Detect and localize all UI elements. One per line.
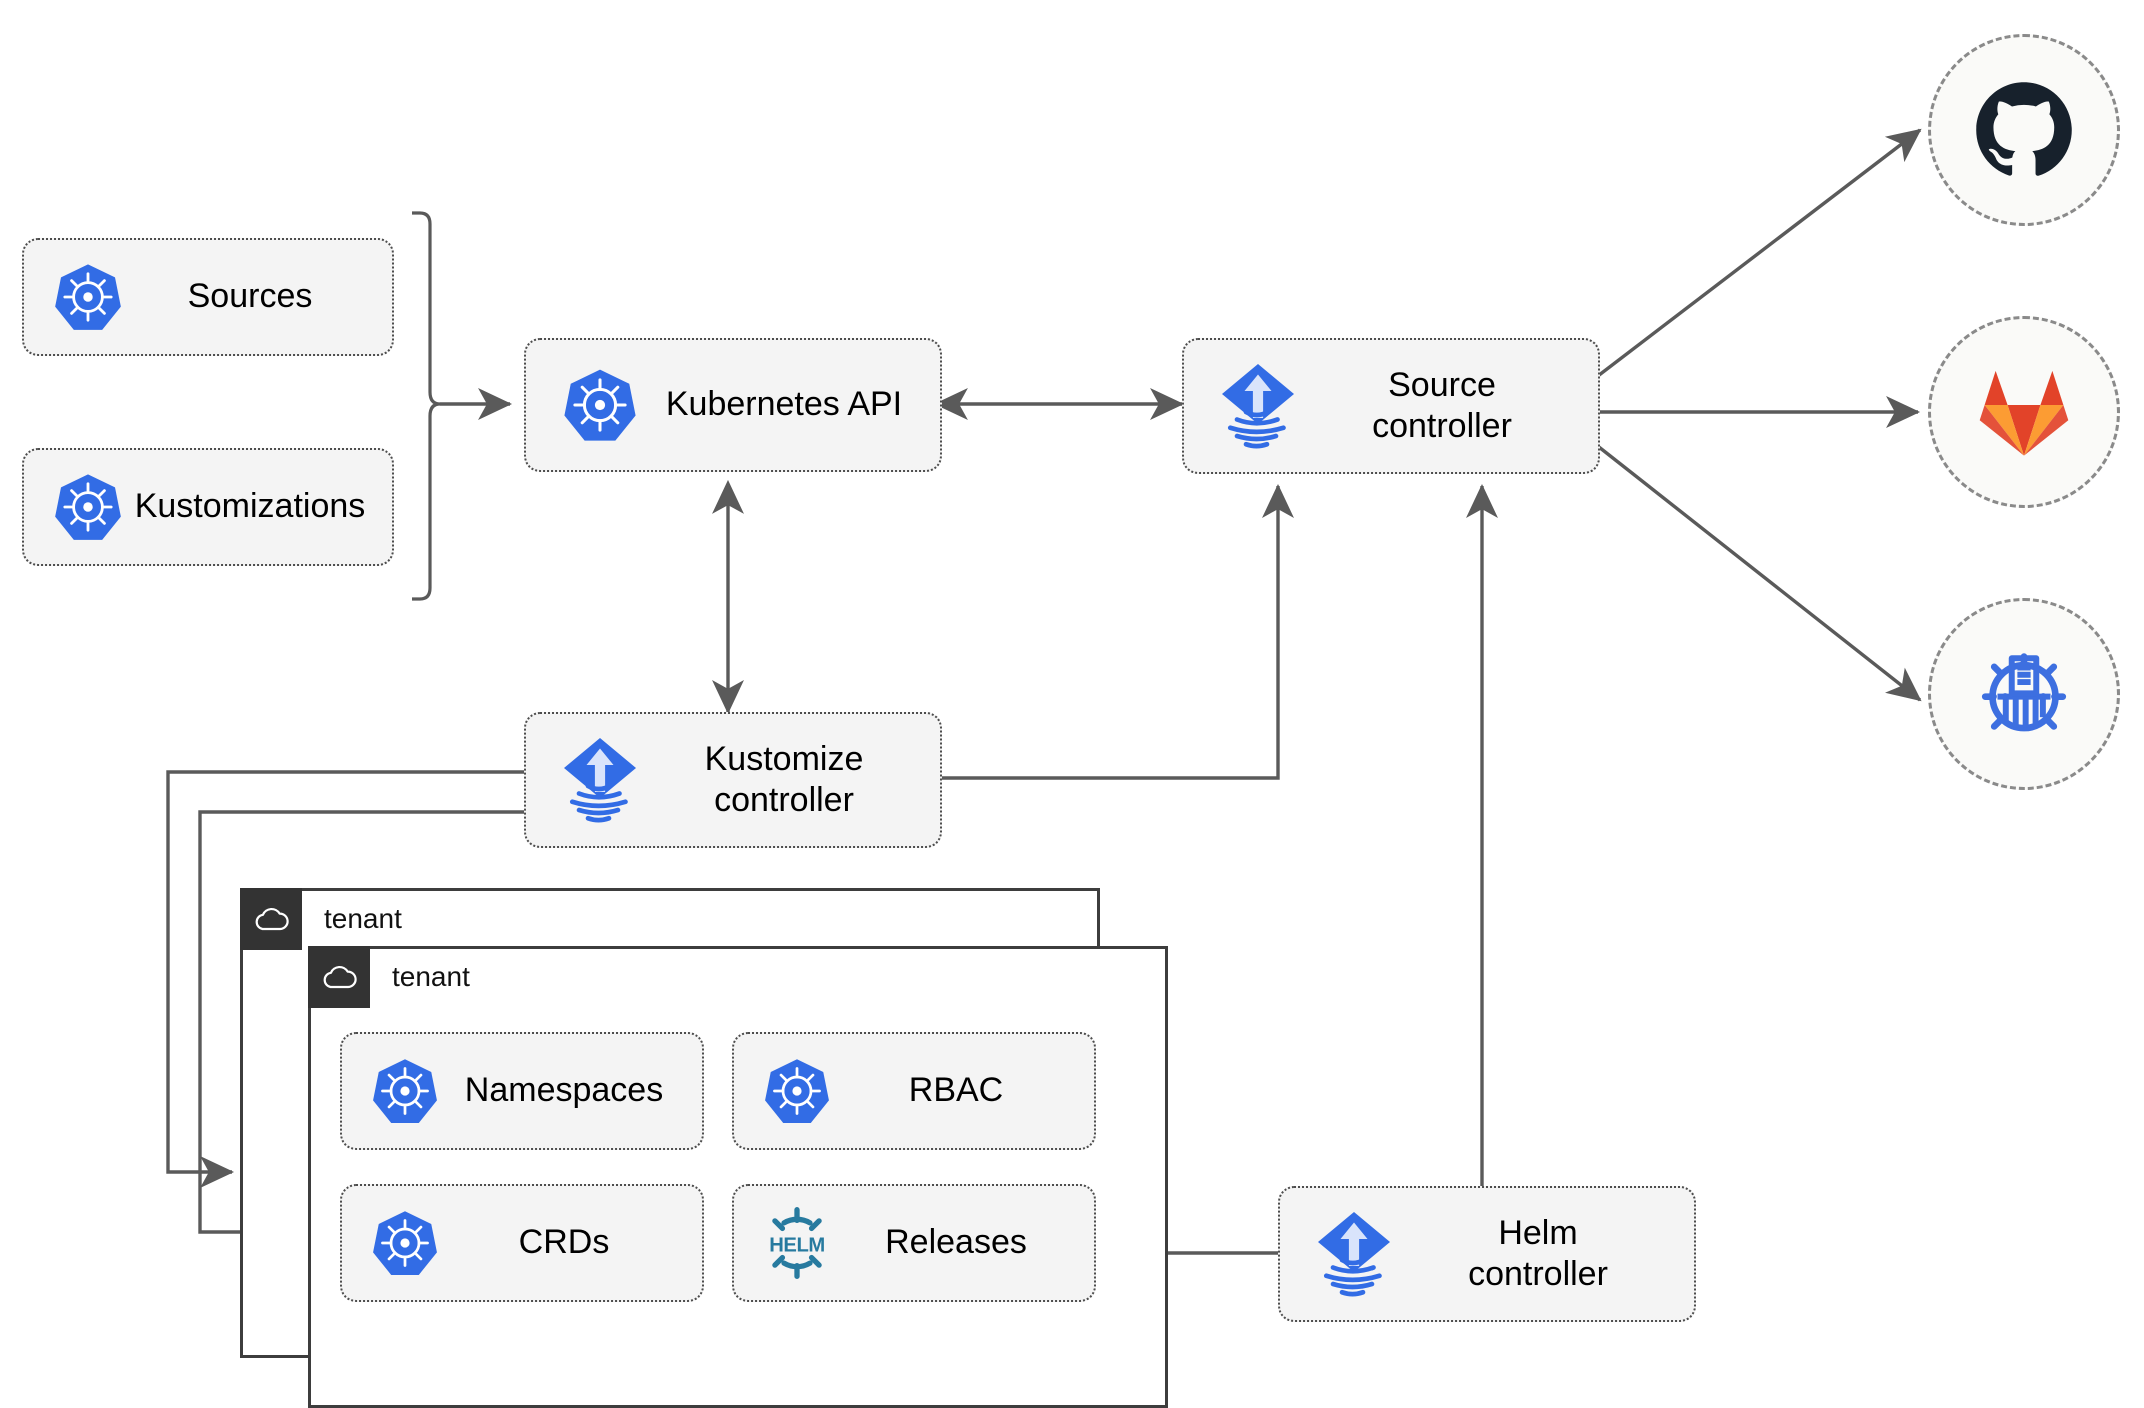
edge-source-to-helm-repo	[1588, 438, 1922, 702]
resource-card-kustomizations[interactable]: Kustomizations	[22, 448, 394, 566]
node-kubernetes-api[interactable]: Kubernetes API	[524, 338, 942, 472]
tile-label: CRDs	[518, 1223, 610, 1262]
node-kustomize-controller[interactable]: Kustomize controller	[524, 712, 942, 848]
tenant-tile-namespaces[interactable]: Namespaces	[340, 1032, 704, 1150]
kubernetes-icon	[754, 1056, 840, 1126]
node-label: Helm controller	[1468, 1213, 1608, 1293]
node-helm-controller[interactable]: Helm controller	[1278, 1186, 1696, 1322]
tenant-tile-releases[interactable]: HELM Releases	[732, 1184, 1096, 1302]
endpoint-gitlab[interactable]	[1928, 316, 2120, 508]
kubernetes-icon	[362, 1056, 448, 1126]
endpoint-github[interactable]	[1928, 34, 2120, 226]
github-icon	[1976, 82, 2072, 176]
node-label: Kubernetes API	[665, 385, 903, 424]
svg-text:HELM: HELM	[769, 1235, 824, 1257]
node-source-controller[interactable]: Source controller	[1182, 338, 1600, 474]
flux-icon	[1302, 1206, 1406, 1302]
tenant-tile-crds[interactable]: CRDs	[340, 1184, 704, 1302]
kubernetes-icon	[42, 261, 134, 333]
edge-source-to-github	[1588, 128, 1922, 384]
tile-label: Releases	[885, 1223, 1027, 1262]
edge-kustomize-to-source	[940, 483, 1294, 780]
kubernetes-icon	[362, 1208, 448, 1278]
group-bracket	[412, 211, 441, 601]
cloud-icon	[240, 888, 302, 950]
resource-label: Sources	[187, 277, 313, 316]
tenant-title-bar: tenant	[308, 946, 470, 1008]
helm-repo-icon	[1981, 653, 2067, 732]
node-label: Kustomize controller	[704, 739, 864, 819]
kubernetes-icon	[42, 471, 134, 543]
tenant-tile-rbac[interactable]: RBAC	[732, 1032, 1096, 1150]
tile-label: RBAC	[908, 1071, 1004, 1110]
tenant-label: tenant	[324, 903, 402, 934]
tenant-title-bar: tenant	[240, 888, 402, 950]
flux-icon	[548, 732, 652, 828]
gitlab-icon	[1979, 370, 2069, 456]
resource-label: Kustomizations	[134, 487, 366, 526]
tenant-container-front[interactable]: tenant	[308, 946, 1168, 1408]
endpoint-helm-repo[interactable]	[1928, 598, 2120, 790]
cloud-icon	[308, 946, 370, 1008]
kubernetes-icon	[548, 366, 652, 444]
flux-icon	[1206, 358, 1310, 454]
helm-icon: HELM	[754, 1206, 840, 1280]
tile-label: Namespaces	[464, 1071, 664, 1110]
node-label: Source controller	[1372, 365, 1512, 445]
resource-card-sources[interactable]: Sources	[22, 238, 394, 356]
tenant-label: tenant	[392, 961, 470, 992]
